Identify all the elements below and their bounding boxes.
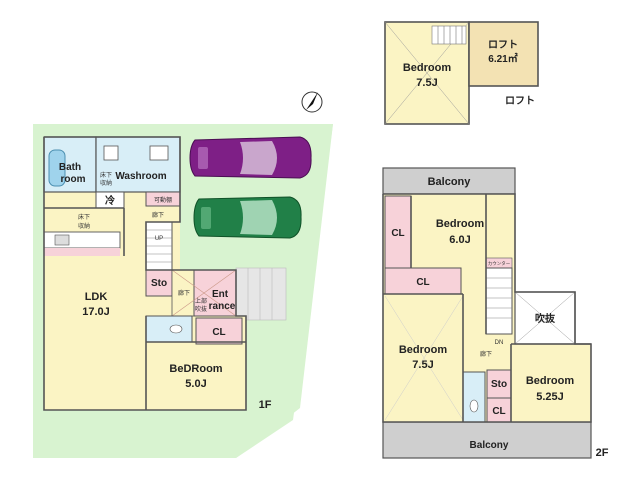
f1-ldk-size: 17.0J: [82, 306, 110, 318]
car-purple-icon: [189, 136, 312, 179]
f2-counter-label: カウンター: [488, 260, 511, 267]
f2-bedroom-a-label: Bedroom: [436, 218, 485, 230]
washer-icon: [103, 145, 119, 161]
f1-level-label: 1F: [259, 399, 272, 411]
f1-bedroom-size: 5.0J: [185, 378, 206, 390]
f2-sto-label: Sto: [491, 379, 507, 390]
f1-washroom-label: Washroom: [115, 171, 166, 182]
loft-ladder: [431, 25, 467, 45]
f1-bathroom-label: Bath: [59, 162, 81, 173]
toilet-icon: [169, 324, 183, 334]
f1-outer-wall: [43, 136, 247, 411]
f2-balcony-top-label: Balcony: [428, 176, 472, 188]
f1-toilet: [145, 315, 193, 343]
loft-bedroom-size: 7.5J: [416, 77, 437, 89]
kitchen-pink-strip: [44, 248, 120, 256]
void-diagonal: [171, 269, 237, 317]
f2-bedroom-a-size: 6.0J: [449, 234, 470, 246]
f2-cl-left-label: CL: [391, 228, 404, 239]
f2-bedroom-c-size: 5.25J: [536, 391, 564, 403]
sink-icon: [149, 145, 169, 161]
f1-kitchen-storage-label-2: 収納: [78, 222, 90, 230]
f2-cl-left[interactable]: [384, 195, 412, 269]
parking-pavers: [235, 267, 287, 321]
f1-sto-label: Sto: [151, 278, 167, 289]
f2-hall-label: 廊下: [480, 350, 492, 358]
f1-void-label: 上部: [195, 297, 207, 305]
f2-cl-mid-label: CL: [416, 277, 429, 288]
f1-stairs-up-label: UP: [155, 236, 163, 242]
f2-dn-label: DN: [495, 340, 504, 346]
f2-level-label: 2F: [596, 447, 609, 459]
f2-void-label: 吹抜: [535, 312, 556, 325]
f2-toilet: [462, 371, 486, 423]
loft-room-label: ロフト: [488, 39, 518, 51]
loft-room-size: 6.21㎡: [488, 52, 517, 65]
f1-kitchen-storage-label: 床下: [78, 213, 90, 221]
loft-room[interactable]: [468, 21, 539, 87]
f2-balcony-bottom-label: Balcony: [470, 440, 509, 451]
f1-underfloor-label-2: 収納: [100, 179, 112, 187]
f1-ldk-label: LDK: [85, 291, 108, 303]
compass-icon: [301, 91, 323, 113]
f2-bedroom-c-label: Bedroom: [526, 375, 575, 387]
f2-bed-b-diagonal: [384, 295, 464, 421]
loft-bedroom-label: Bedroom: [403, 62, 452, 74]
road-wedge: [236, 124, 333, 458]
f2-cl-small[interactable]: [486, 397, 512, 423]
f1-entrance-label-2: rance: [209, 301, 236, 312]
f1-fridge-label: 冷: [105, 194, 115, 207]
f1-hall2-label: 廊下: [178, 289, 190, 297]
f2-toilet-icon: [469, 399, 479, 413]
f2-balcony-top[interactable]: [382, 167, 516, 195]
loft-caption: ロフト: [505, 95, 535, 107]
f1-cl[interactable]: [195, 317, 243, 345]
f1-void-label-2: 吹抜: [195, 305, 207, 313]
f1-entrance-label: Ent: [212, 289, 229, 300]
stove-icon: [54, 234, 70, 246]
f1-bedroom-label: BeDRoom: [169, 363, 222, 375]
f2-bedroom-b-size: 7.5J: [412, 359, 433, 371]
f2-floor-right: [515, 344, 591, 422]
f1-bathroom-label-2: room: [61, 174, 86, 185]
f1-stairs: [145, 221, 173, 271]
f1-underfloor-label: 床下: [100, 171, 112, 179]
f2-stairs: [485, 267, 513, 335]
f1-cl-label: CL: [212, 327, 225, 338]
f2-bedroom-b-label: Bedroom: [399, 344, 448, 356]
f1-shelf-label: 可動棚: [154, 196, 172, 204]
f1-hall-label: 廊下: [152, 211, 164, 219]
f2-cl-small-label: CL: [492, 406, 505, 417]
f2-void-diagonal: [514, 291, 576, 345]
car-green-icon: [193, 196, 302, 239]
bathtub-icon: [48, 149, 66, 187]
